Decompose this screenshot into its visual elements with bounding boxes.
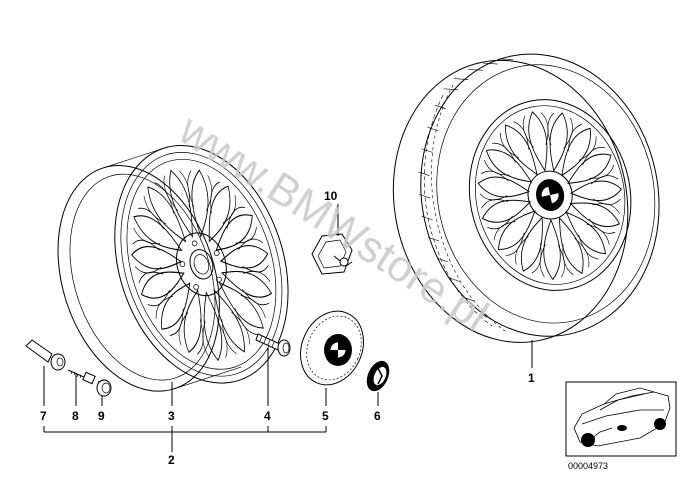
callout-1: 1: [528, 371, 535, 385]
callout-7: 7: [40, 409, 47, 423]
callout-8: 8: [72, 409, 79, 423]
alloy-rim: [57, 145, 318, 392]
emblem-badge-part: [366, 360, 390, 392]
complete-wheel-tire: [392, 53, 660, 343]
diagram-reference-number: 00004973: [568, 461, 608, 471]
callout-6: 6: [374, 409, 381, 423]
callout-5: 5: [322, 409, 329, 423]
valve-cap-part: [96, 379, 112, 397]
callout-2: 2: [168, 453, 175, 467]
valve-stem-part: [25, 339, 66, 371]
callout-4: 4: [264, 409, 271, 423]
valve-core-part: [67, 369, 96, 385]
hub-cap-part: [300, 310, 364, 386]
callout-labels: 10 1 3 4 5 6 7 8 9 2: [40, 189, 535, 467]
leader-lines: [43, 204, 533, 452]
callout-9: 9: [98, 409, 105, 423]
wheel-bolt-part: [255, 333, 291, 357]
callout-3: 3: [168, 409, 175, 423]
callout-10: 10: [324, 189, 338, 203]
hex-cap-part: [311, 233, 353, 275]
watermark-text: www.BMWstore.pl: [170, 105, 497, 341]
car-thumbnail: 00004973: [565, 381, 677, 471]
